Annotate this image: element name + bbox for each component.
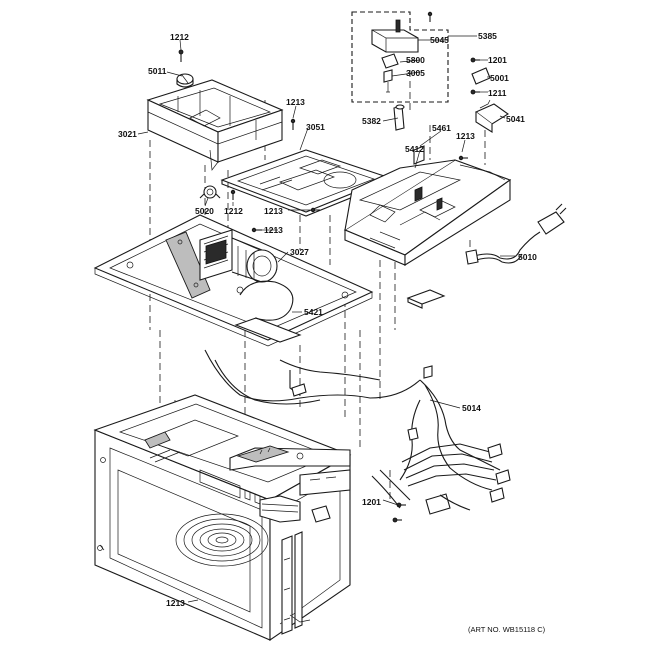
label-1212-mid: 1212	[224, 206, 243, 216]
label-5001: 5001	[490, 73, 509, 83]
part-5041-terminal-block	[474, 99, 509, 133]
label-3005: 3005	[406, 68, 425, 78]
label-1213-c: 1213	[264, 225, 283, 235]
label-5010: 5010	[518, 252, 537, 262]
label-5461: 5461	[432, 123, 451, 133]
label-5412: 5412	[405, 144, 424, 154]
label-5011: 5011	[148, 66, 167, 76]
label-1213-e: 1213	[166, 598, 185, 608]
part-5382-lamp	[393, 104, 405, 131]
part-5421-gasket-strip	[165, 231, 302, 343]
leader-lines	[137, 35, 515, 603]
label-1213-b: 1213	[264, 206, 283, 216]
oven-turntable-rings	[175, 513, 269, 567]
part-5412-control-housing	[343, 159, 512, 266]
label-1213-d: 1213	[456, 131, 475, 141]
part-5014-wire-harness	[204, 349, 511, 515]
part-5045-bracket	[371, 19, 419, 53]
part-shield-bracket	[406, 289, 446, 309]
label-5020: 5020	[195, 206, 214, 216]
label-1211: 1211	[488, 88, 507, 98]
part-oven-cavity-frame	[93, 394, 352, 642]
part-5011-motor-cap	[176, 73, 194, 88]
label-1213-a: 1213	[286, 97, 305, 107]
art-number: (ART NO. WB15118 C)	[468, 625, 546, 634]
label-1201-top: 1201	[488, 55, 507, 65]
part-5385-group-box	[351, 11, 449, 103]
part-waveguide-assembly	[229, 445, 351, 523]
part-5010-power-cord	[465, 203, 567, 265]
label-5045: 5045	[430, 35, 449, 45]
part-3027-fan-motor	[199, 229, 278, 283]
label-3051: 3051	[306, 122, 325, 132]
label-1212-top: 1212	[170, 32, 189, 42]
part-3021-duct-housing	[146, 79, 284, 171]
part-5461-cover-tab	[413, 145, 425, 165]
label-1201-bot: 1201	[362, 497, 381, 507]
part-5020-thermal-switch	[199, 185, 221, 199]
label-5382: 5382	[362, 116, 381, 126]
fan-wire-loop	[239, 280, 294, 321]
label-3027: 3027	[290, 247, 309, 257]
label-5385: 5385	[478, 31, 497, 41]
label-5041: 5041	[506, 114, 525, 124]
part-side-rail	[281, 531, 311, 635]
part-labels: 1212 5011 1213 3021 3051 5020 1212 1213 …	[118, 31, 546, 634]
label-5421: 5421	[304, 307, 323, 317]
label-5014: 5014	[462, 403, 481, 413]
label-3021: 3021	[118, 129, 137, 139]
part-5001-clip	[471, 67, 491, 85]
label-5800: 5800	[406, 55, 425, 65]
part-3005-5800-switch	[381, 53, 399, 93]
part-base-plate	[93, 214, 374, 347]
